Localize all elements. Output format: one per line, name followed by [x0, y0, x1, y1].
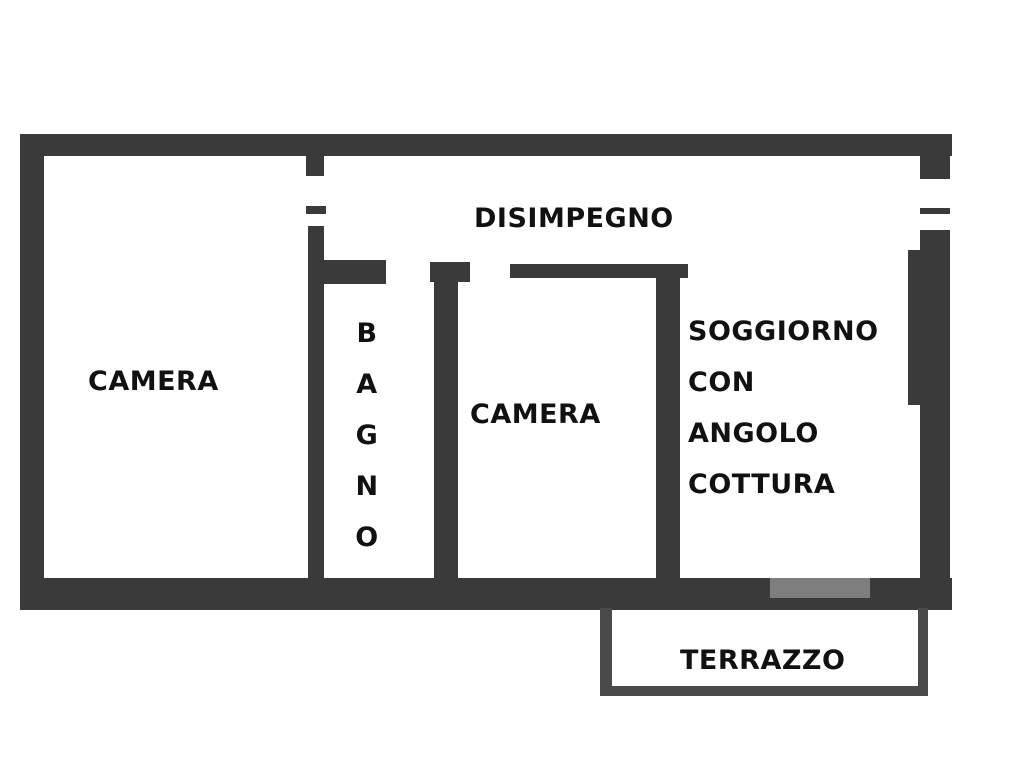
bagno-letter: O [355, 522, 379, 553]
partition-wall-camera-left-upper [306, 134, 324, 176]
outer-wall-right-window-sill [920, 208, 950, 214]
outer-wall-left [20, 134, 44, 610]
bagno-top-wall [308, 260, 386, 284]
camera-top-wall [510, 264, 688, 278]
terrazzo-railing [600, 686, 928, 696]
outer-wall-right-lower [920, 230, 950, 610]
soggiorno-line: ANGOLO [688, 418, 819, 449]
partition-wall-camera-left-door-mark [306, 206, 326, 214]
soggiorno-line: SOGGIORNO [688, 316, 879, 347]
wall-camera-soggiorno [656, 264, 680, 586]
room-label-camera-1: CAMERA [88, 366, 219, 397]
bagno-letter: G [355, 420, 379, 451]
outer-wall-bottom [20, 578, 952, 610]
outer-wall-top [20, 134, 952, 156]
wall-bagno-camera [434, 262, 458, 586]
bagno-letter: N [355, 471, 379, 502]
room-label-soggiorno: SOGGIORNO CON ANGOLO COTTURA [688, 306, 879, 510]
soggiorno-line: COTTURA [688, 469, 836, 500]
bagno-letter: A [356, 369, 378, 400]
wall-bagno-camera-cap [430, 262, 470, 282]
room-label-disimpegno: DISIMPEGNO [474, 203, 674, 234]
partition-wall-camera-left-lower [308, 226, 324, 586]
room-label-camera-2: CAMERA [470, 399, 601, 430]
terrazzo-wall-right [918, 608, 928, 696]
terrazzo-wall-left [600, 608, 612, 696]
outer-wall-right-upper [920, 134, 950, 179]
bagno-letter: B [356, 318, 378, 349]
room-label-terrazzo: TERRAZZO [680, 645, 846, 676]
outer-wall-right-jamb [908, 250, 922, 405]
soggiorno-line: CON [688, 367, 755, 398]
room-label-bagno: B A G N O [350, 308, 384, 563]
terrazzo-door-opening [770, 578, 870, 598]
